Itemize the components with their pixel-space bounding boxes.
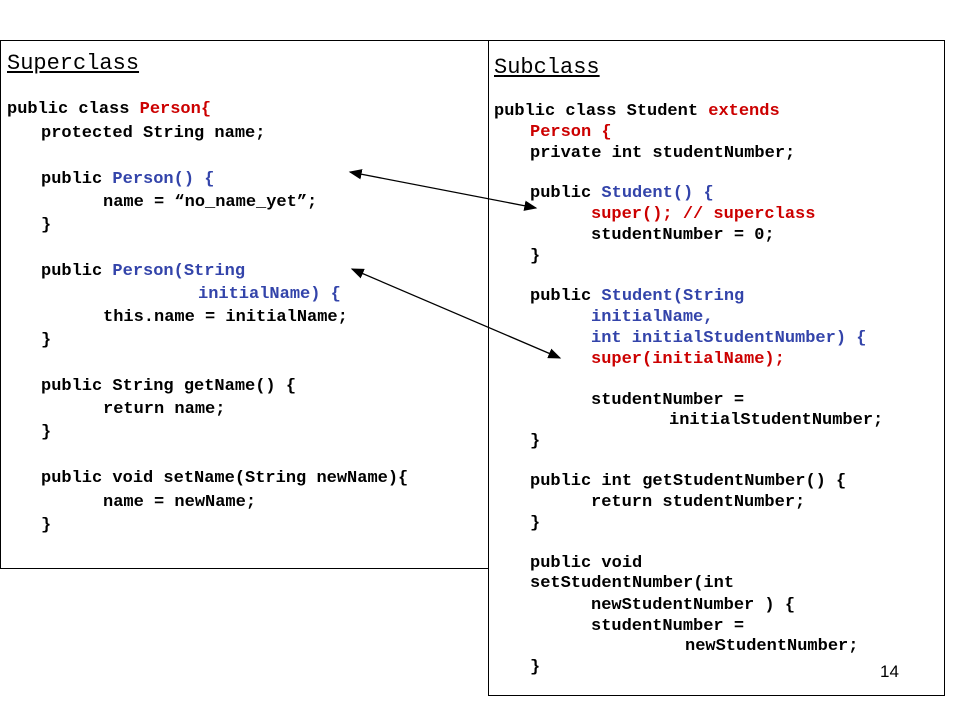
subclass-code-token: newStudentNumber; (685, 637, 859, 656)
subclass-code-line: studentNumber = 0; (591, 226, 775, 246)
subclass-code-token: } (530, 514, 541, 533)
page-number: 14 (880, 662, 899, 681)
superclass-code-line: public class Person{ (7, 100, 211, 120)
subclass-code-token: studentNumber = (591, 391, 745, 410)
superclass-code-line: } (41, 423, 51, 443)
subclass-code-token: super(initialName); (591, 350, 785, 369)
subclass-code-line: setStudentNumber(int (530, 574, 734, 594)
superclass-code-line: } (41, 516, 51, 536)
subclass-code-token: newStudentNumber ) { (591, 596, 796, 615)
subclass-code-token: private int studentNumber; (530, 144, 796, 163)
superclass-code-token: Person{ (139, 100, 212, 119)
superclass-code-line: name = “no_name_yet”; (103, 193, 317, 213)
subclass-code-token: studentNumber = (591, 617, 745, 636)
subclass-code-token: Student() { (601, 184, 714, 203)
superclass-code-token: public (41, 262, 113, 281)
subclass-code-line: } (530, 658, 540, 678)
subclass-code-line: newStudentNumber; (685, 637, 858, 657)
subclass-code-token: } (530, 432, 541, 451)
subclass-code-token: } (530, 658, 541, 677)
superclass-code-line: return name; (103, 400, 225, 420)
subclass-code-token: Student(String (601, 287, 745, 306)
superclass-code-line: } (41, 331, 51, 351)
subclass-code-token: public class Student (494, 102, 709, 121)
subclass-code-line: studentNumber = (591, 617, 744, 637)
superclass-code-token: return name; (103, 400, 226, 419)
superclass-code-line: protected String name; (41, 124, 265, 144)
superclass-code-token: public String getName() { (41, 377, 297, 396)
superclass-code-token: public class (7, 100, 140, 119)
superclass-code-token: name = “no_name_yet”; (103, 193, 318, 212)
subclass-code-line: } (530, 432, 540, 452)
superclass-code-line: public Person(String (41, 262, 245, 282)
superclass-code-token: initialName) { (198, 285, 341, 304)
subclass-code-token: studentNumber = 0; (591, 226, 775, 245)
superclass-heading: Superclass (7, 51, 140, 76)
subclass-heading: Subclass (494, 55, 600, 80)
superclass-code-line: initialName) { (198, 285, 341, 305)
subclass-code-line: private int studentNumber; (530, 144, 795, 164)
subclass-code-line: } (530, 247, 540, 267)
superclass-code-line: } (41, 216, 51, 236)
subclass-code-line: return studentNumber; (591, 493, 805, 513)
subclass-code-token: initialName, (591, 308, 714, 327)
arrow-param-constructor (350, 268, 562, 359)
subclass-code-token: public int getStudentNumber() { (530, 472, 847, 491)
subclass-code-token: super(); // superclass (591, 205, 816, 224)
subclass-code-token: Person { (530, 123, 612, 142)
superclass-code-token: public void setName(String newName){ (41, 469, 409, 488)
superclass-code-line: public String getName() { (41, 377, 296, 397)
superclass-code-token: public (41, 170, 113, 189)
subclass-code-line: public int getStudentNumber() { (530, 472, 846, 492)
subclass-code-line: public Student() { (530, 184, 714, 204)
subclass-code-token: public void (530, 554, 643, 573)
superclass-code-token: Person(String (112, 262, 246, 281)
subclass-code-line: super(); // superclass (591, 205, 815, 225)
superclass-code-token: protected String name; (41, 124, 266, 143)
superclass-code-token: } (41, 423, 52, 442)
superclass-code-token: Person() { (112, 170, 215, 189)
subclass-code-token: } (530, 247, 541, 266)
subclass-code-line: newStudentNumber ) { (591, 596, 795, 616)
superclass-code-line: this.name = initialName; (103, 308, 348, 328)
subclass-code-line: initialStudentNumber; (669, 411, 883, 431)
subclass-code-line: super(initialName); (591, 350, 785, 370)
subclass-code-token: public (530, 184, 602, 203)
superclass-code-token: } (41, 216, 52, 235)
superclass-code-token: this.name = initialName; (103, 308, 348, 327)
subclass-code-line: int initialStudentNumber) { (591, 329, 866, 349)
subclass-code-line: public class Student extends (494, 102, 780, 122)
subclass-code-token: setStudentNumber(int (530, 574, 735, 593)
subclass-code-line: studentNumber = (591, 391, 744, 411)
subclass-code-line: public void (530, 554, 642, 574)
subclass-code-token: initialStudentNumber; (669, 411, 884, 430)
superclass-code-line: public void setName(String newName){ (41, 469, 408, 489)
subclass-code-line: Person { (530, 123, 612, 143)
superclass-code-token: } (41, 516, 52, 535)
subclass-code-line: } (530, 514, 540, 534)
subclass-code-token: extends (708, 102, 780, 121)
subclass-code-token: int initialStudentNumber) { (591, 329, 867, 348)
superclass-code-token: name = newName; (103, 493, 257, 512)
superclass-code-line: public Person() { (41, 170, 214, 190)
arrow-default-constructor (348, 169, 538, 211)
superclass-code-line: name = newName; (103, 493, 256, 513)
superclass-code-token: } (41, 331, 52, 350)
subclass-code-line: initialName, (591, 308, 713, 328)
subclass-code-token: return studentNumber; (591, 493, 806, 512)
